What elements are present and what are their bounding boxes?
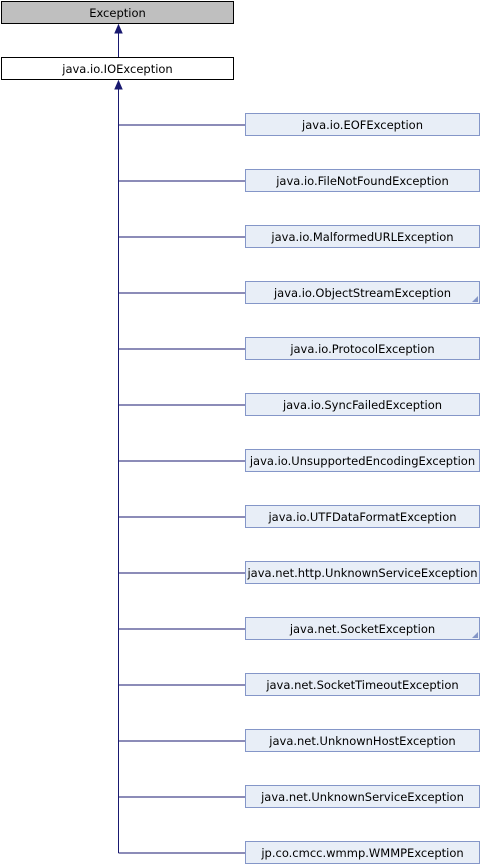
node-ioexception: java.io.IOException bbox=[1, 57, 234, 80]
node-subclass-label: java.net.SocketTimeoutException bbox=[266, 677, 459, 692]
node-subclass[interactable]: java.io.UTFDataFormatException bbox=[245, 505, 480, 528]
node-subclass-label: java.net.SocketException bbox=[289, 621, 436, 636]
collapsed-subclasses-indicator bbox=[472, 632, 478, 638]
node-subclass-label: java.io.ProtocolException bbox=[290, 341, 435, 356]
node-subclass-label: java.net.http.UnknownServiceException bbox=[247, 565, 478, 580]
node-ioexception-label: java.io.IOException bbox=[62, 61, 173, 76]
node-subclass[interactable]: jp.co.cmcc.wmmp.WMMPException bbox=[245, 841, 480, 864]
node-subclass[interactable]: java.io.ProtocolException bbox=[245, 337, 480, 360]
node-exception-label: Exception bbox=[89, 5, 146, 20]
arrowhead-exception bbox=[114, 23, 123, 34]
node-subclass[interactable]: java.io.SyncFailedException bbox=[245, 393, 480, 416]
node-subclass-label: java.io.UTFDataFormatException bbox=[268, 509, 457, 524]
node-subclass-label: java.io.FileNotFoundException bbox=[276, 173, 449, 188]
node-subclass[interactable]: java.io.MalformedURLException bbox=[245, 225, 480, 248]
node-subclass[interactable]: java.net.http.UnknownServiceException bbox=[245, 561, 480, 584]
collapsed-subclasses-indicator bbox=[472, 296, 478, 302]
node-subclass[interactable]: java.net.SocketTimeoutException bbox=[245, 673, 480, 696]
node-subclass-label: java.io.ObjectStreamException bbox=[273, 285, 452, 300]
node-subclass-label: jp.co.cmcc.wmmp.WMMPException bbox=[261, 845, 464, 860]
node-subclass[interactable]: java.io.EOFException bbox=[245, 113, 480, 136]
node-subclass-label: java.net.UnknownServiceException bbox=[261, 789, 464, 804]
node-subclass-label: java.io.UnsupportedEncodingException bbox=[249, 453, 476, 468]
node-subclass[interactable]: java.net.SocketException bbox=[245, 617, 480, 640]
node-subclass-label: java.net.UnknownHostException bbox=[269, 733, 456, 748]
node-subclass[interactable]: java.net.UnknownHostException bbox=[245, 729, 480, 752]
node-subclass-label: java.io.SyncFailedException bbox=[282, 397, 443, 412]
node-exception: Exception bbox=[1, 1, 234, 24]
arrowhead-ioexception bbox=[114, 79, 123, 90]
node-subclass[interactable]: java.io.ObjectStreamException bbox=[245, 281, 480, 304]
node-subclass[interactable]: java.net.UnknownServiceException bbox=[245, 785, 480, 808]
node-subclass[interactable]: java.io.FileNotFoundException bbox=[245, 169, 480, 192]
node-subclass-label: java.io.EOFException bbox=[302, 117, 423, 132]
node-subclass-label: java.io.MalformedURLException bbox=[271, 229, 454, 244]
node-subclass[interactable]: java.io.UnsupportedEncodingException bbox=[245, 449, 480, 472]
